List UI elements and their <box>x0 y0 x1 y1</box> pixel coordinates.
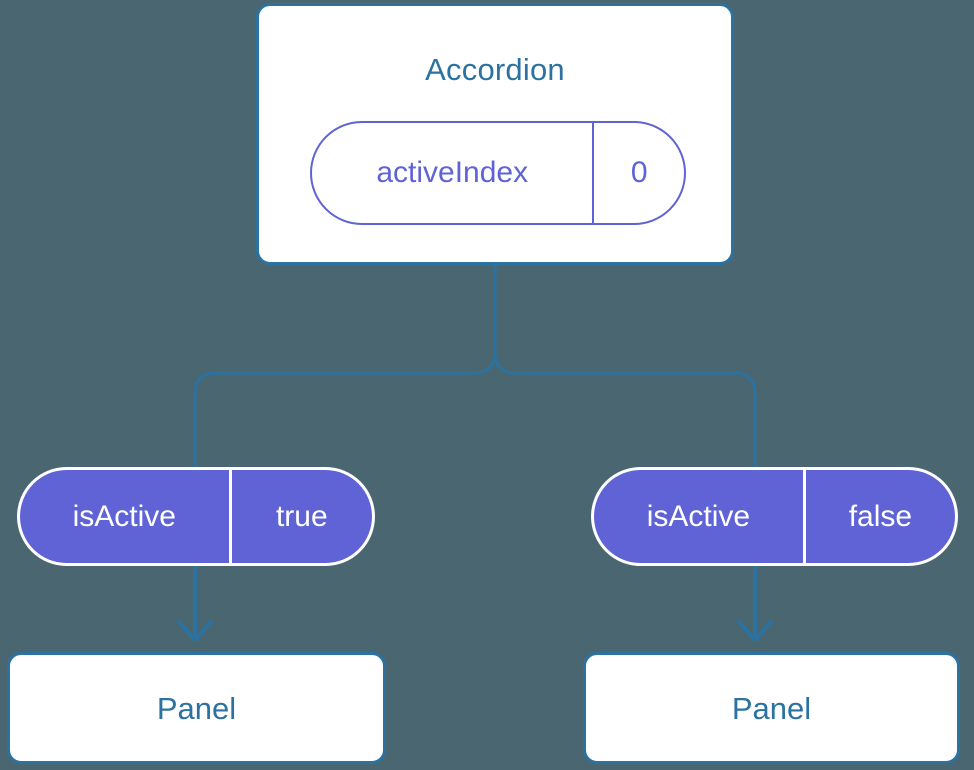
arrow-down-icon-right <box>737 564 773 642</box>
component-node-panel-right[interactable]: Panel <box>583 652 960 764</box>
component-node-accordion[interactable]: Accordion activeIndex 0 <box>256 3 734 265</box>
state-pill-is-active-true[interactable]: isActive true <box>17 467 375 566</box>
accordion-title: Accordion <box>425 52 565 87</box>
state-pill-value: true <box>228 470 372 563</box>
state-pill-key: activeIndex <box>376 156 529 189</box>
panel-title: Panel <box>156 690 237 726</box>
connector-root-split <box>193 263 497 469</box>
connector-root-split-right <box>493 263 757 469</box>
state-pill-active-index[interactable]: activeIndex 0 <box>310 121 686 225</box>
state-pill-value: 0 <box>592 123 684 223</box>
state-pill-key: isActive <box>646 499 751 533</box>
arrow-down-icon-left <box>177 564 213 642</box>
state-pill-key: isActive <box>72 499 176 533</box>
panel-title: Panel <box>731 690 812 726</box>
state-pill-value: false <box>802 470 955 563</box>
component-node-panel-left[interactable]: Panel <box>7 652 386 764</box>
state-pill-is-active-false[interactable]: isActive false <box>591 467 958 566</box>
